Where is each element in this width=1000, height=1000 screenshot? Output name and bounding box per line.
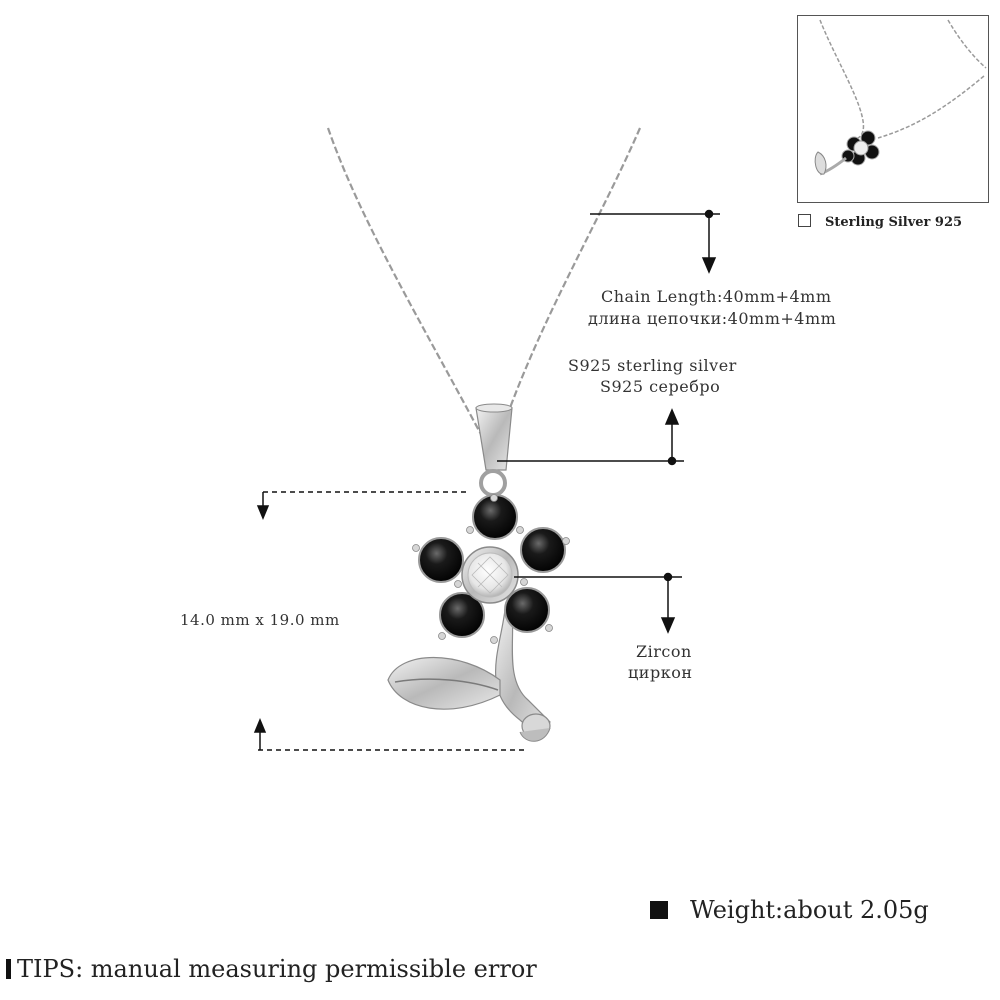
weight-label: Weight:about 2.05g — [650, 896, 929, 924]
checkbox-icon — [798, 214, 811, 227]
thumbnail-image — [797, 15, 989, 203]
dimensions-label: 14.0 mm x 19.0 mm — [180, 611, 340, 629]
bar-bullet-icon — [6, 959, 11, 979]
measurement-lines — [253, 209, 720, 751]
stone-ru-label: циркон — [628, 663, 693, 682]
material-ru-label: S925 серебро — [600, 377, 721, 396]
stone-en-label: Zircon — [636, 642, 692, 661]
chain-length-ru-label: длина цепочки:40mm+4mm — [588, 309, 837, 328]
material-en-label: S925 sterling silver — [568, 356, 737, 375]
thumbnail-caption-text: Sterling Silver 925 — [825, 215, 963, 230]
weight-text: Weight:about 2.05g — [690, 896, 929, 924]
thumbnail-caption: Sterling Silver 925 — [798, 214, 962, 230]
tips-label: TIPS: manual measuring permissible error — [6, 955, 537, 983]
chain-length-en-label: Chain Length:40mm+4mm — [601, 287, 832, 306]
square-bullet-icon — [650, 901, 668, 919]
stem-and-leaf — [387, 609, 551, 742]
thumbnail-necklace — [814, 19, 987, 176]
bail — [475, 403, 513, 497]
chain — [326, 127, 642, 441]
flower — [412, 494, 570, 644]
tips-text: TIPS: manual measuring permissible error — [17, 955, 537, 983]
